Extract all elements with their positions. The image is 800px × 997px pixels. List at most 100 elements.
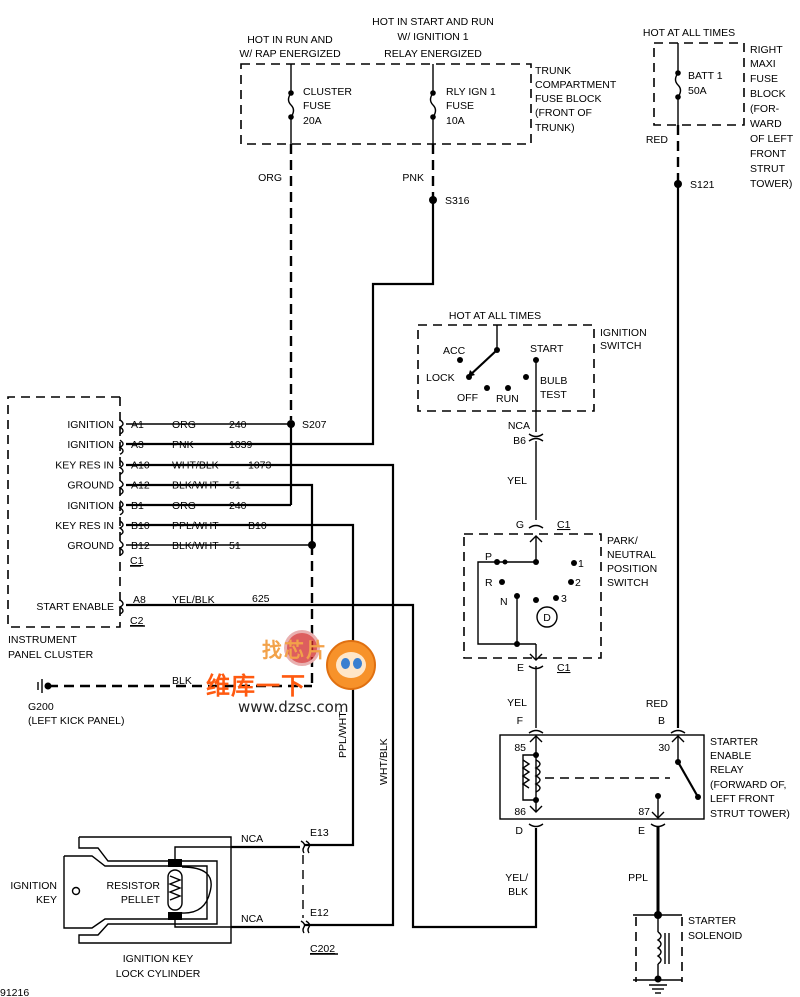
start-enable-pin: A8 <box>133 594 146 606</box>
ipc-pin-name: IGNITION <box>67 500 114 512</box>
pnp-pos-p: P <box>485 551 492 563</box>
connector-terminal-icon <box>118 500 124 516</box>
maxi-label-2: MAXI <box>750 58 776 70</box>
pos-start: START <box>530 343 564 355</box>
yel-wire-label: YEL <box>507 475 527 487</box>
connector-terminal-icon <box>118 459 124 476</box>
ipc-pin-name: GROUND <box>67 480 114 492</box>
pellet-label-1: RESISTOR <box>107 880 161 892</box>
trunk-block-label-2: COMPARTMENT <box>535 79 617 91</box>
ipc-pin-row: GROUND B12 BLK/WHT 51 <box>67 540 241 556</box>
g200-location: (LEFT KICK PANEL) <box>28 715 124 727</box>
cluster-fuse-type: FUSE <box>303 100 331 112</box>
rly-fuse-header-2: W/ IGNITION 1 <box>397 31 468 43</box>
ipc-pin-circuit: 51 <box>229 540 241 552</box>
watermark-url: www.dzsc.com <box>238 698 349 716</box>
nca-bottom-label: NCA <box>241 913 263 925</box>
pnp-outline <box>463 533 602 659</box>
maxi-fuse-block: HOT AT ALL TIMES BATT 1 50A RIGHT MAXI F… <box>643 27 794 190</box>
ipc-pin-id: B12 <box>131 540 150 552</box>
cluster-fuse-rating: 20A <box>303 115 322 127</box>
watermark-ring <box>284 630 320 666</box>
pnp-pin-e: E <box>517 662 524 674</box>
pos-bulb: BULB <box>540 375 567 387</box>
cylinder-label-1: IGNITION KEY <box>123 953 194 965</box>
ipc-pin-name: KEY RES IN <box>55 459 114 471</box>
watermark-mascot-icon <box>326 640 376 690</box>
pnk-wire: PNK S316 <box>126 144 470 446</box>
ipc-pin-id: A3 <box>131 439 144 451</box>
ipc-connector-c2: C2 <box>130 615 144 627</box>
trunk-block-label-4: (FRONT OF <box>535 107 592 119</box>
watermark-line2: 维库一下 <box>206 672 306 700</box>
ign-nca: NCA <box>508 420 530 432</box>
red-wire-label-2: RED <box>646 698 669 710</box>
pos-acc: ACC <box>443 345 466 357</box>
trunk-fuse-block: HOT IN RUN AND W/ RAP ENERGIZED HOT IN S… <box>239 16 617 145</box>
red-wire-label: RED <box>646 134 669 146</box>
rly-fuse-header-3: RELAY ENERGIZED <box>384 48 482 60</box>
rly-fuse-header-1: HOT IN START AND RUN <box>372 16 494 28</box>
connector-terminal-icon <box>118 480 124 496</box>
g200-label: G200 <box>28 701 54 713</box>
ignition-switch: HOT AT ALL TIMES IGNITION SWITCH ACC LOC… <box>417 310 647 520</box>
maxi-label-8: FRONT <box>750 148 787 160</box>
trunk-block-label-3: FUSE BLOCK <box>535 93 602 105</box>
ground-g200: BLK G200 (LEFT KICK PANEL) <box>28 675 312 727</box>
rly-ign1-fuse: RLY IGN 1 FUSE 10A <box>429 64 496 144</box>
rly-fuse-rating: 10A <box>446 115 465 127</box>
org-wire-label: ORG <box>258 172 282 184</box>
ipc-pin-color: BLK/WHT <box>172 540 219 552</box>
maxi-label-1: RIGHT <box>750 44 783 56</box>
relay-label-5: LEFT FRONT <box>710 793 775 805</box>
pos-off: OFF <box>457 392 478 404</box>
yel-blk-label-1: YEL/ <box>505 872 528 884</box>
connector-terminal-icon <box>118 520 124 536</box>
ppl-wht-vertical-label: PPL/WHT <box>337 711 349 758</box>
start-enable-color: YEL/BLK <box>172 594 215 606</box>
cluster-fuse-name: CLUSTER <box>303 86 352 98</box>
connector-terminal-icon <box>118 419 124 435</box>
yel-blk-label-2: BLK <box>508 886 528 898</box>
trunk-fuse-block-outline <box>240 63 532 145</box>
pnp-pos-r: R <box>485 577 493 589</box>
rly-fuse-type: FUSE <box>446 100 474 112</box>
maxi-label-7: OF LEFT <box>750 133 794 145</box>
s207-label: S207 <box>302 419 327 431</box>
maxi-label-3: FUSE <box>750 73 778 85</box>
pnp-pin-g: G <box>516 519 524 531</box>
pnp-label-1: PARK/ <box>607 535 638 547</box>
ipc-pin-color: ORG <box>172 419 196 431</box>
pnp-label-3: POSITION <box>607 563 657 575</box>
rly-fuse-name: RLY IGN 1 <box>446 86 496 98</box>
relay-label-4: (FORWARD OF, <box>710 779 786 791</box>
connector-terminal-icon <box>118 439 124 455</box>
relay-conn-f: F <box>517 715 523 727</box>
figure-id: 91216 <box>0 987 29 997</box>
start-enable-name: START ENABLE <box>36 601 114 613</box>
pos-run: RUN <box>496 393 519 405</box>
pos-lock: LOCK <box>426 372 455 384</box>
s121-label: S121 <box>690 179 715 191</box>
cluster-fuse: CLUSTER FUSE 20A <box>287 64 352 144</box>
pnp-label-4: SWITCH <box>607 577 648 589</box>
pnp-pos-2: 2 <box>575 577 581 589</box>
relay-label-2: ENABLE <box>710 750 751 762</box>
pos-test: TEST <box>540 389 567 401</box>
ipc-pin-circuit: 240 <box>229 419 247 431</box>
ipc-label-1: INSTRUMENT <box>8 634 77 646</box>
starter-solenoid: STARTER SOLENOID <box>633 911 743 994</box>
cylinder-label-2: LOCK CYLINDER <box>116 968 201 980</box>
ipc-pin-name: IGNITION <box>67 439 114 451</box>
pnp-pos-n: N <box>500 596 508 608</box>
ignition-key-label-2: KEY <box>36 894 57 906</box>
ipc-pin-name: GROUND <box>67 540 114 552</box>
connector-terminal-icon <box>118 540 124 556</box>
maxi-fuse-block-outline <box>653 42 745 126</box>
trunk-block-label-1: TRUNK <box>535 65 571 77</box>
maxi-header: HOT AT ALL TIMES <box>643 27 735 39</box>
